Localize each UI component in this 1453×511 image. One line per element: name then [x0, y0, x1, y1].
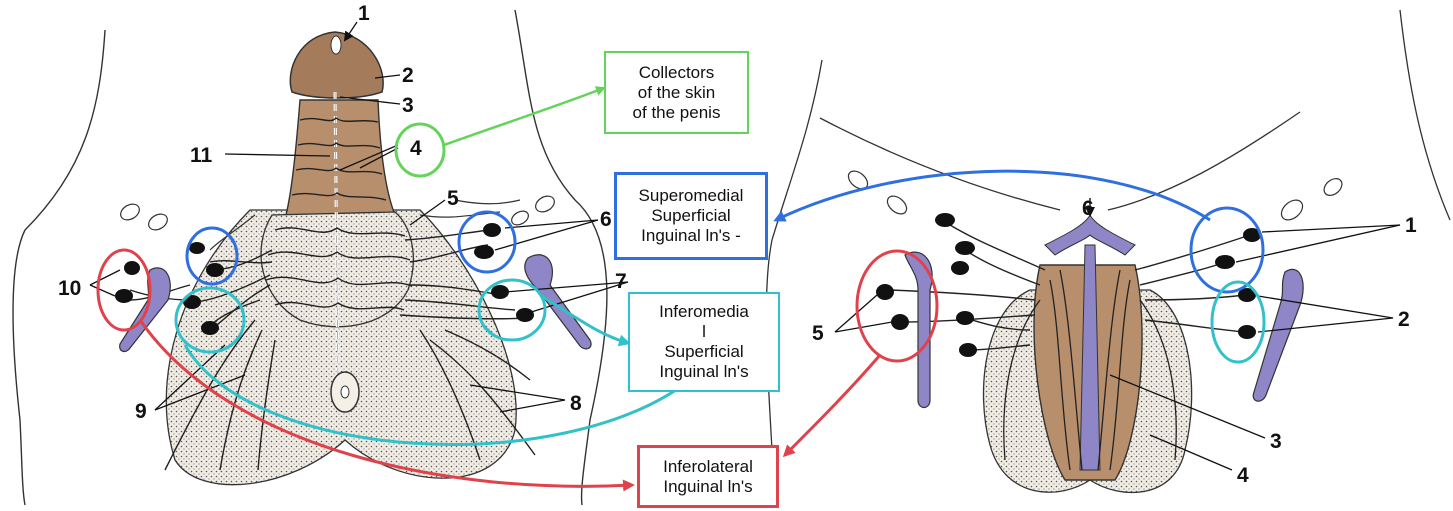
callout-inferolateral: Inferolateral Inguinal ln's: [637, 445, 779, 508]
right-label-3: 3: [1270, 430, 1282, 453]
left-label-7: 7: [615, 270, 627, 293]
left-label-11: 11: [190, 144, 213, 167]
arrow-blue: [776, 171, 1210, 220]
callout-superomedial: Superomedial Superficial Inguinal ln's -: [614, 172, 768, 260]
right-label-2: 2: [1398, 308, 1410, 331]
left-label-8: 8: [570, 392, 582, 415]
callout-superomedial-text: Superomedial Superficial Inguinal ln's -: [639, 186, 744, 246]
cyan-circle-right: [1212, 282, 1264, 362]
left-label-2: 2: [402, 64, 414, 87]
left-label-5: 5: [447, 187, 459, 210]
callout-collectors: Collectors of the skin of the penis: [604, 51, 749, 134]
right-label-4: 4: [1237, 464, 1249, 487]
left-label-10: 10: [58, 277, 81, 300]
left-label-4: 4: [410, 137, 422, 160]
right-label-1: 1: [1405, 214, 1417, 237]
right-figure: [766, 10, 1450, 505]
callout-inferomedial-text: Inferomedia l Superficial Inguinal ln's: [659, 302, 749, 382]
callout-inferolateral-text: Inferolateral Inguinal ln's: [663, 457, 753, 497]
left-label-3: 3: [402, 94, 414, 117]
left-label-6: 6: [600, 208, 612, 231]
left-label-9: 9: [135, 400, 147, 423]
arrow-green: [444, 88, 604, 145]
right-label-5: 5: [812, 322, 824, 345]
right-label-6: 6: [1082, 197, 1094, 220]
callout-collectors-text: Collectors of the skin of the penis: [633, 63, 721, 123]
arrow-red-from-right: [785, 355, 880, 455]
left-label-1: 1: [358, 2, 370, 25]
blue-circle-left-b: [459, 212, 515, 272]
left-figure: [13, 10, 628, 505]
callout-inferomedial: Inferomedia l Superficial Inguinal ln's: [628, 292, 780, 392]
